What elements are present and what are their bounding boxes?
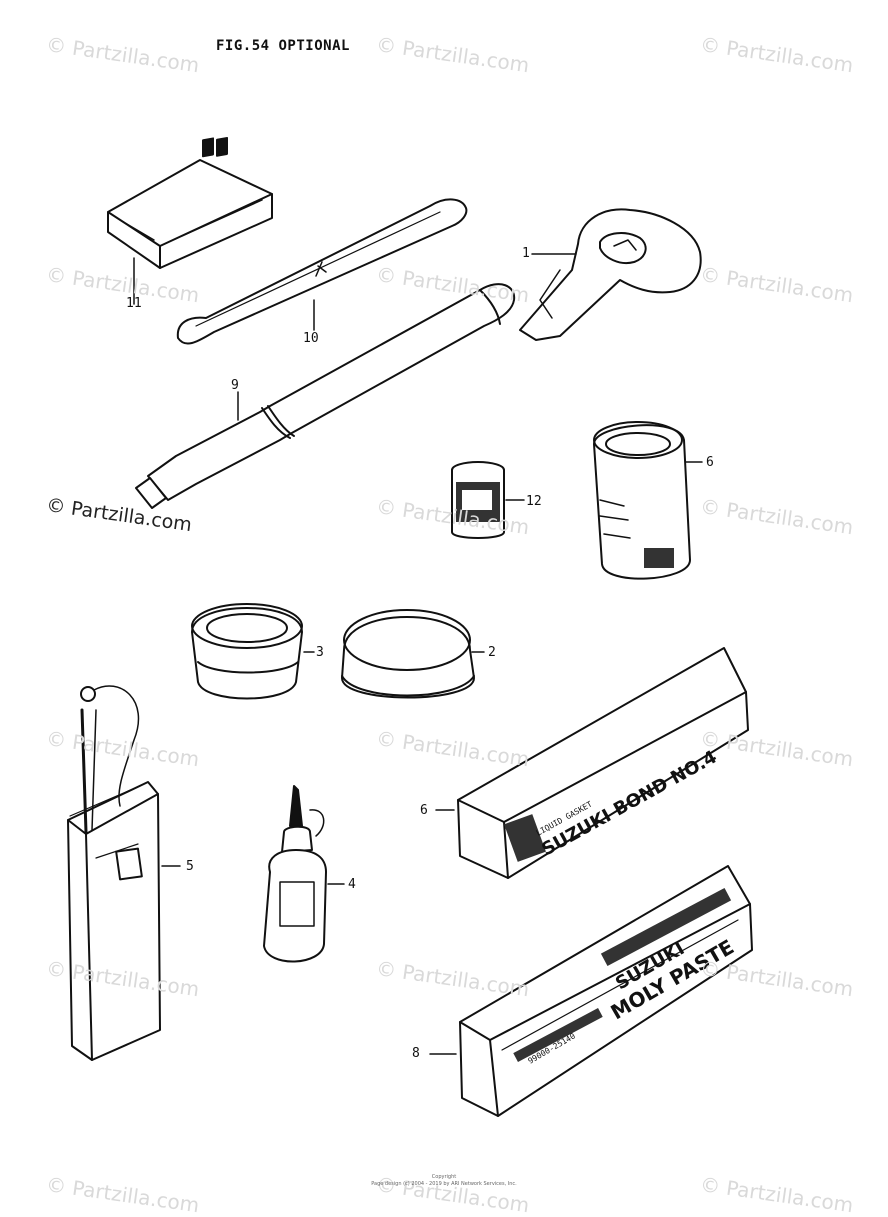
part-3-grease-jar [191, 603, 315, 700]
callout-3: 3 [316, 645, 324, 660]
footer-line-2: Page design (c) 2004 - 2019 by ARI Netwo… [371, 1181, 517, 1187]
callout-4: 4 [348, 877, 356, 892]
part-5-oil-can [67, 685, 181, 1061]
callout-6-box: 6 [420, 803, 428, 818]
part-6-bond-box [435, 647, 749, 879]
part-4-oil-bottle [263, 785, 345, 963]
figure-title: FIG.54 OPTIONAL [216, 38, 350, 54]
callout-8: 8 [412, 1046, 420, 1061]
callout-11: 11 [126, 296, 142, 311]
callout-2: 2 [488, 645, 496, 660]
callout-6-can: 6 [706, 455, 714, 470]
callout-10: 10 [303, 331, 319, 346]
part-12-small-can [451, 461, 525, 539]
part-1-key [519, 208, 702, 341]
callout-1: 1 [522, 246, 530, 261]
part-2-tin [341, 609, 485, 699]
callout-9: 9 [231, 378, 239, 393]
callout-12: 12 [526, 494, 542, 509]
part-8-moly-box [429, 865, 753, 1117]
part-9-grease-gun [135, 283, 516, 509]
part-11-box [107, 136, 273, 305]
footer-line-1: Copyright [431, 1174, 457, 1180]
part-10-tire-lever [176, 198, 468, 345]
callout-5: 5 [186, 859, 194, 874]
part-6-large-can [593, 421, 703, 580]
